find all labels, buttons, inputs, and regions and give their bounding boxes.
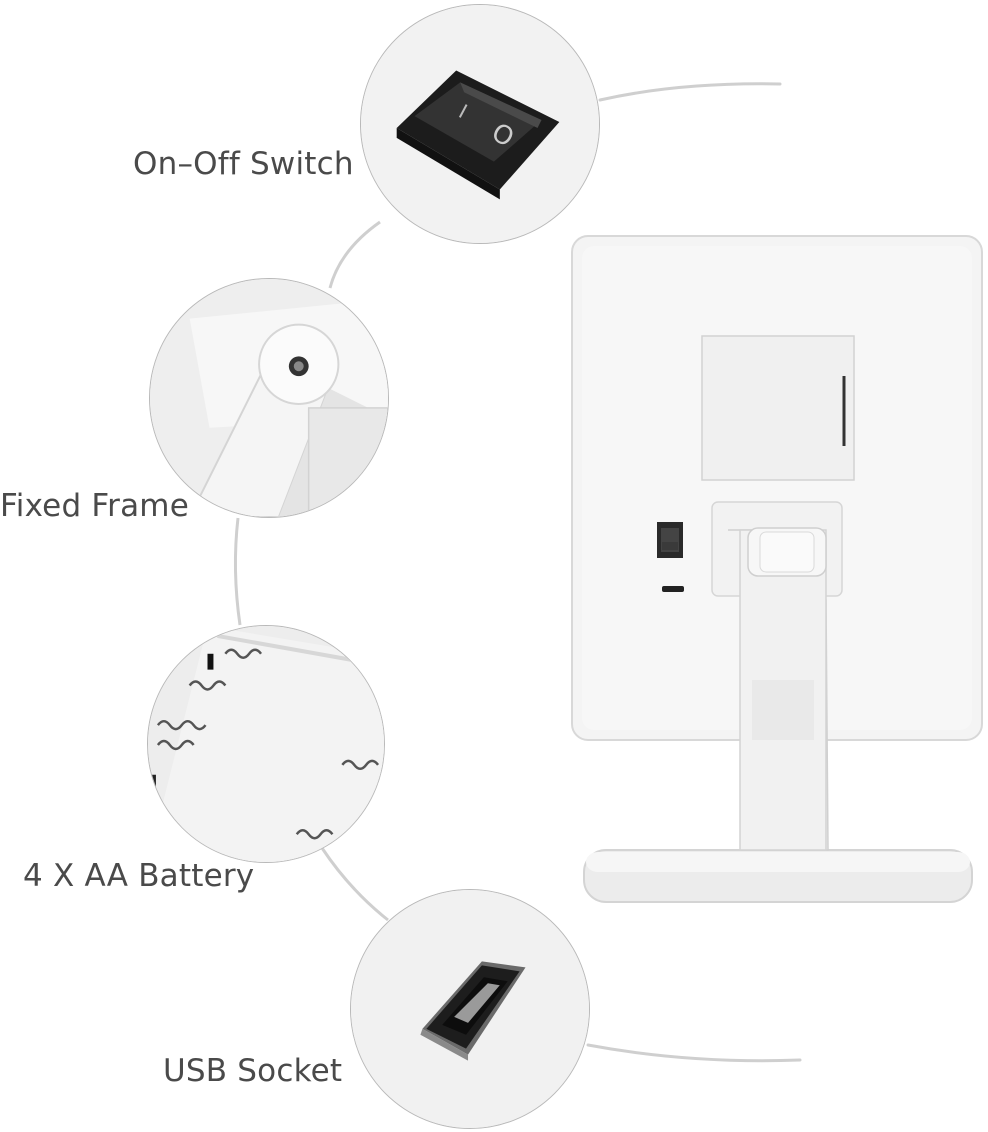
- battery-springs-icon: [148, 626, 384, 862]
- frame-detail-circle: [149, 278, 389, 518]
- label-battery: 4 X AA Battery: [23, 858, 255, 894]
- label-on-off-switch: On–Off Switch: [133, 146, 354, 182]
- micro-usb-port-icon: [351, 890, 589, 1128]
- label-fixed-frame: Fixed Frame: [0, 488, 189, 524]
- switch-detail-circle: I O: [360, 4, 600, 244]
- hinge-screw-icon: [150, 279, 388, 517]
- label-usb-socket: USB Socket: [163, 1053, 343, 1089]
- battery-detail-circle: [147, 625, 385, 863]
- usb-detail-circle: [350, 889, 590, 1129]
- rocker-switch-icon: I O: [361, 5, 599, 243]
